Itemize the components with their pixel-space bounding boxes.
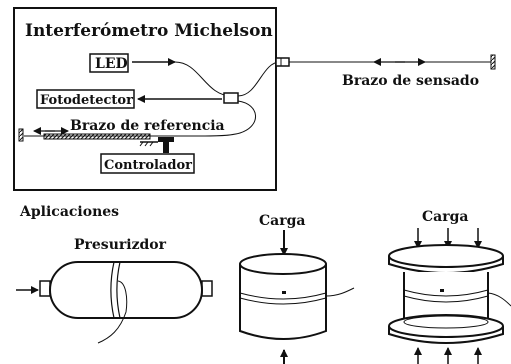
sensing-connector — [275, 57, 290, 67]
sensing-mirror — [490, 54, 496, 70]
ground-hatch-1 — [139, 141, 144, 147]
pressurizer-outlet-port — [201, 280, 213, 297]
interferometer-frame — [13, 7, 277, 191]
load-label-2: Carga — [422, 209, 468, 225]
led-fiber — [174, 61, 233, 97]
top-plate — [388, 244, 504, 268]
cylinder-1-groove-1 — [239, 292, 327, 300]
coupler-to-sensing-fiber — [237, 61, 281, 97]
cylinder-1-top — [239, 253, 327, 275]
cylinder-1-sensor — [282, 291, 286, 294]
pressurizer-fiber — [97, 280, 128, 344]
cylinder-1-fiber — [325, 287, 355, 297]
cylinder-2-groove-2 — [403, 295, 489, 303]
pressurizer-vessel — [49, 261, 203, 319]
piezo-actuator — [158, 137, 174, 142]
led-box — [89, 53, 129, 73]
bottom-plate-inner — [403, 315, 489, 329]
interferometer-title: Interferómetro Michelson — [25, 21, 273, 41]
cylinder-2-groove-1 — [403, 289, 489, 297]
controller-label: Controlador — [104, 158, 192, 173]
cylinder-2-fiber — [487, 292, 511, 307]
pressurizer-band-1 — [110, 261, 115, 319]
reference-arm-label: Brazo de referencia — [70, 118, 225, 134]
fiber-coupler — [223, 92, 239, 104]
pressurizer-inlet-port — [39, 280, 51, 297]
applications-heading: Aplicaciones — [19, 204, 119, 220]
sensing-arm-label: Brazo de sensado — [342, 73, 479, 89]
coupler-to-reference-fiber — [204, 100, 256, 137]
pressurizer-label: Presurizdor — [74, 237, 167, 253]
load-label-1: Carga — [259, 213, 305, 229]
ground-hatch-3 — [149, 141, 154, 147]
reference-stage — [43, 133, 151, 140]
bottom-plate — [388, 314, 504, 338]
cylinder-2-sensor — [440, 289, 444, 292]
led-label: LED — [95, 56, 128, 72]
cylinder-1-body — [239, 264, 327, 340]
reference-mirror — [18, 128, 24, 142]
ground-hatch-2 — [144, 141, 149, 147]
piezo-post — [163, 142, 169, 153]
photodetector-box — [36, 89, 135, 109]
pressurizer-band-2 — [116, 261, 121, 319]
photodetector-label: Fotodetector — [40, 93, 133, 108]
controller-box — [100, 153, 195, 174]
cylinder-1-groove-2 — [239, 297, 327, 305]
